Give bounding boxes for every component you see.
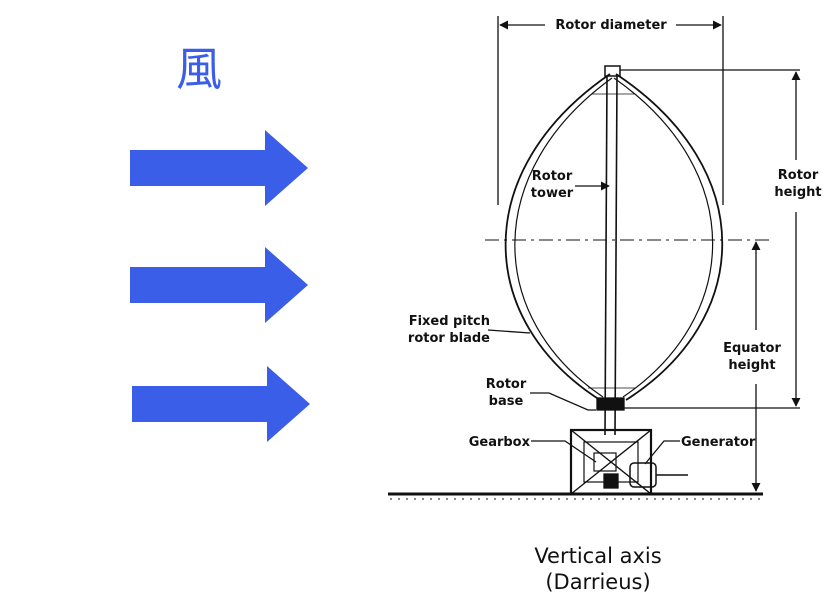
blade-left-inner <box>514 77 613 398</box>
rotor-base-leader <box>530 392 596 411</box>
blade-right-inner <box>613 77 714 398</box>
blade-right-outer <box>615 73 724 401</box>
caption-line-2: (Darrieus) <box>545 570 651 594</box>
fixed-pitch-rotor-blade-label: Fixed pitch rotor blade <box>407 314 490 346</box>
rotor-base-label: Rotor base <box>485 377 527 409</box>
wind-arrow-icon-middle <box>130 247 308 323</box>
generator-leader <box>644 440 680 465</box>
gearbox-leader <box>531 440 597 463</box>
caption-line-1: Vertical axis <box>534 544 662 568</box>
generator-label: Generator <box>681 435 756 450</box>
gearbox-label: Gearbox <box>468 435 530 450</box>
rotor-tower-left <box>604 75 608 436</box>
rotor-top-cap <box>604 65 621 77</box>
rotor-tower-right <box>614 75 618 436</box>
wind-arrow-icon-bottom <box>132 366 310 442</box>
wind-arrow-icon-top <box>130 130 308 206</box>
equator-height-label: Equator height <box>723 341 781 373</box>
diagram-caption: Vertical axis (Darrieus) <box>498 543 698 595</box>
rotor-tower-label: Rotor tower <box>530 169 574 201</box>
fixed-pitch-leader <box>487 329 531 334</box>
wind-label: 風 <box>176 42 222 96</box>
rotor-height-label: Rotor height <box>774 168 822 200</box>
rotor-base <box>596 397 625 411</box>
rotor-diameter-label: Rotor diameter <box>555 18 667 33</box>
blade-left-outer <box>504 73 611 401</box>
